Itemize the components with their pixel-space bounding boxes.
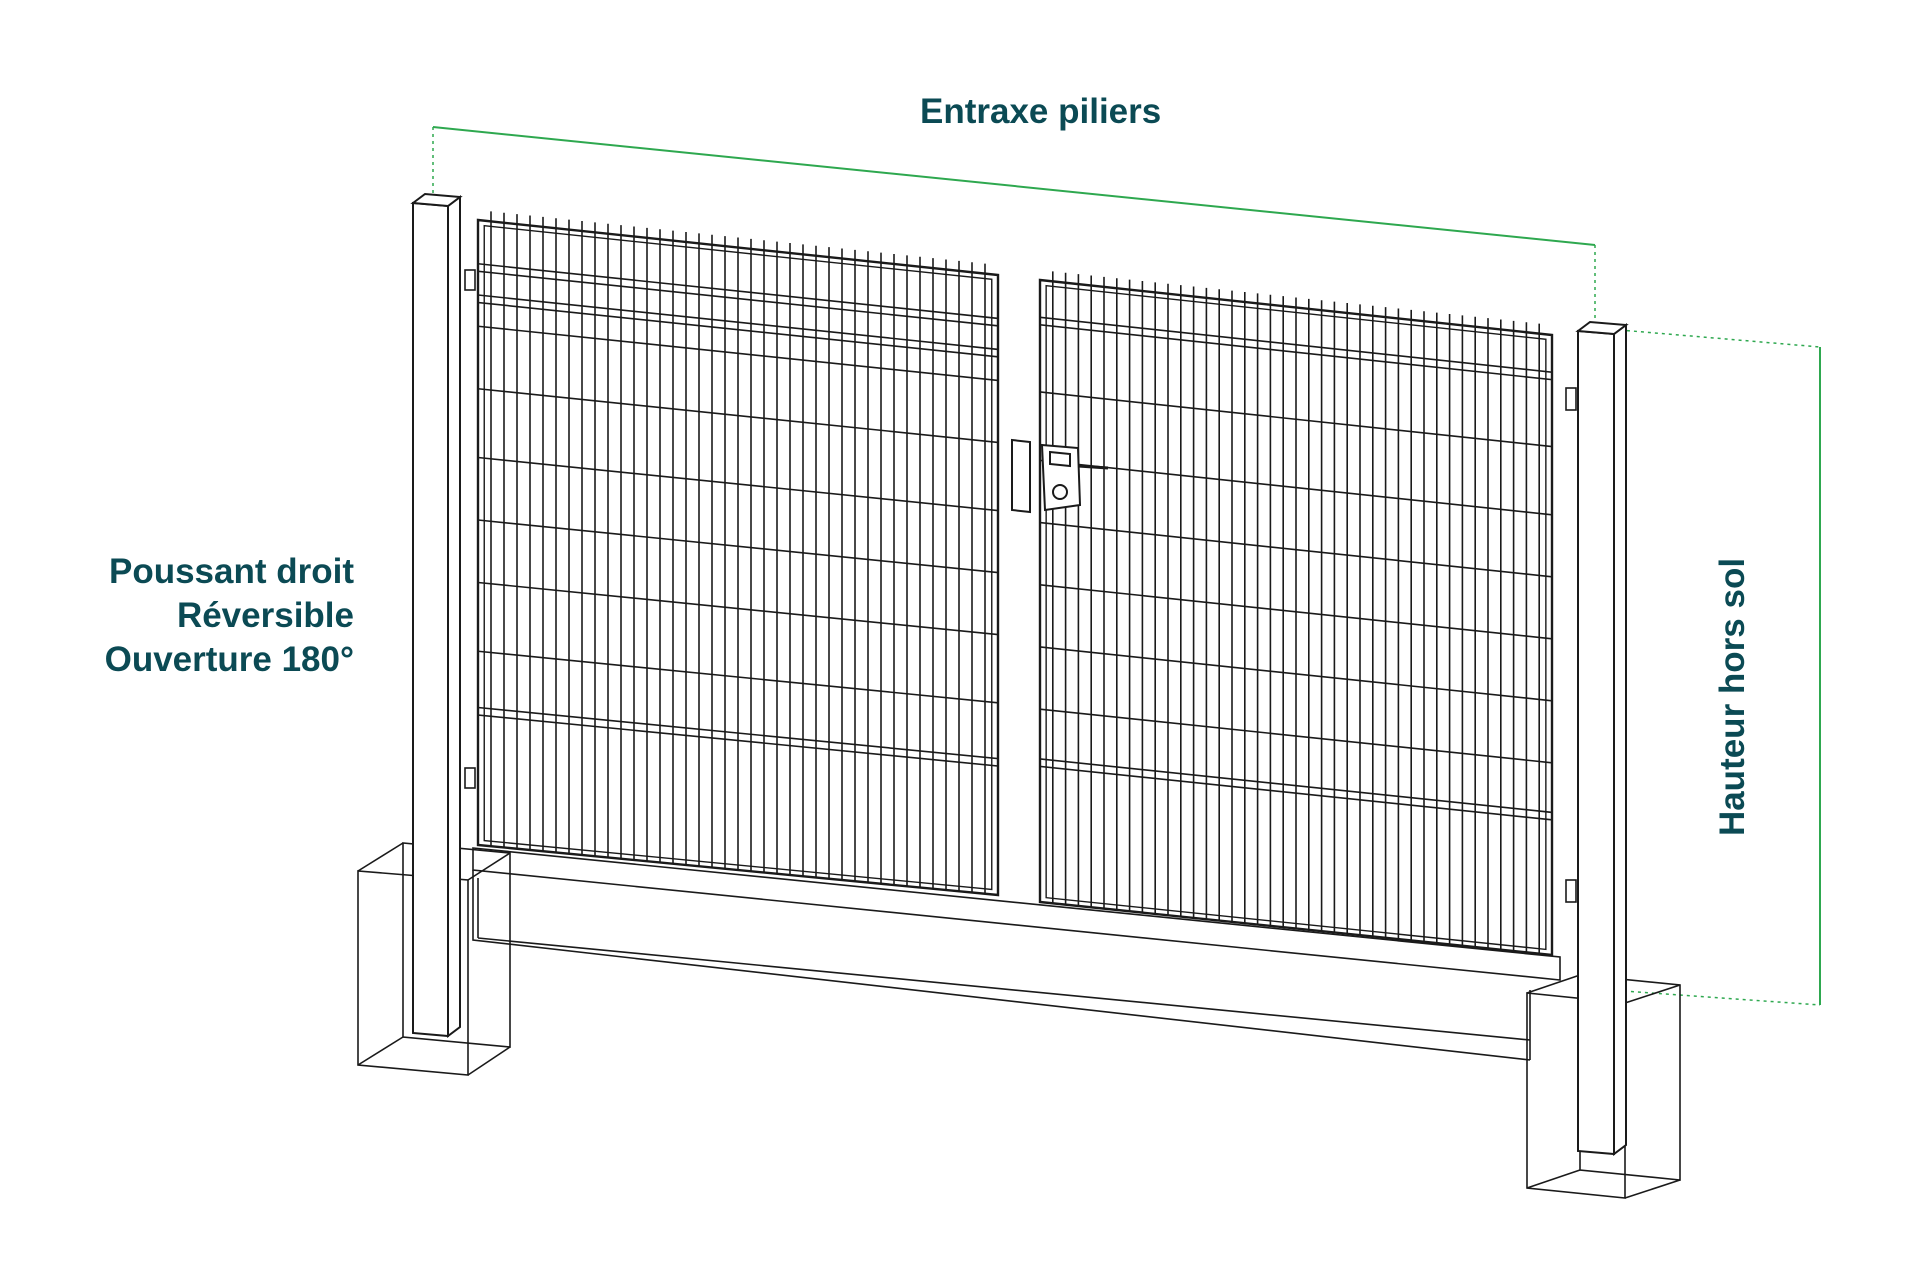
post-top-face bbox=[1575, 320, 1629, 336]
leaf-frame bbox=[1038, 278, 1554, 957]
beam-front-bottom bbox=[472, 870, 1531, 1061]
gate-lock bbox=[464, 269, 1577, 903]
leaf-horizontal-wire bbox=[1039, 521, 1553, 578]
footing-edge bbox=[1526, 974, 1581, 994]
leaf-horizontal-wire bbox=[477, 581, 999, 636]
hinge-left-0 bbox=[464, 269, 476, 291]
width-dimension-line bbox=[432, 126, 1596, 246]
leaf-inner-frame bbox=[483, 224, 993, 891]
feature-opening-180: Ouverture 180° bbox=[104, 640, 354, 679]
leaf-horizontal-wire bbox=[477, 325, 999, 382]
leaf-double-wire-rail bbox=[477, 262, 999, 327]
leaf-horizontal-wire bbox=[1039, 459, 1553, 516]
leaf-double-wire-rail bbox=[477, 294, 999, 358]
leaf-horizontal-wire bbox=[1039, 391, 1553, 448]
footing-edge bbox=[1624, 1179, 1681, 1199]
leaf-horizontal-wire bbox=[477, 387, 999, 444]
height-extension-top bbox=[1619, 329, 1821, 348]
leaf-double-wire-rail bbox=[1039, 316, 1553, 381]
feature-push-right: Poussant droit bbox=[108, 552, 354, 591]
footing-edge bbox=[467, 1046, 511, 1076]
post-left bbox=[410, 192, 463, 1038]
post-top-face bbox=[410, 192, 463, 208]
feature-reversible: Réversible bbox=[176, 596, 354, 635]
post-front-face bbox=[412, 201, 449, 1038]
beam-inner-edge bbox=[477, 937, 1531, 1041]
lock-keeper bbox=[1011, 438, 1031, 514]
concrete-footings bbox=[357, 842, 1681, 1199]
lock-handle bbox=[1077, 464, 1109, 470]
leaf-frame bbox=[476, 218, 1000, 897]
height-extension-bottom bbox=[1609, 989, 1821, 1006]
footing-beam bbox=[472, 847, 1561, 1061]
leaf-horizontal-wire bbox=[477, 650, 999, 704]
width-dimension-label: Entraxe piliers bbox=[920, 92, 1162, 131]
hinge-left-1 bbox=[464, 767, 476, 789]
leaf-horizontal-wire bbox=[477, 456, 999, 512]
footing-edge bbox=[357, 1036, 404, 1066]
post-side-face bbox=[1613, 323, 1627, 1156]
post-side-face bbox=[447, 195, 461, 1038]
leaf-horizontal-wire bbox=[477, 519, 999, 574]
leaf-horizontal-wire bbox=[1039, 708, 1553, 764]
footing-edge bbox=[357, 842, 404, 872]
posts bbox=[410, 192, 1629, 1156]
leaf-inner-frame bbox=[1045, 284, 1547, 951]
post-right bbox=[1575, 320, 1629, 1156]
dimension-lines bbox=[432, 126, 1821, 1006]
feature-list: Poussant droit Réversible Ouverture 180° bbox=[105, 550, 354, 682]
hinge-right-0 bbox=[1565, 387, 1577, 411]
beam-top-face bbox=[472, 847, 1561, 981]
post-front-face bbox=[1577, 329, 1615, 1156]
leaf-horizontal-wire bbox=[1039, 646, 1553, 702]
lock-plate bbox=[1049, 450, 1071, 468]
footing-edge bbox=[1624, 984, 1681, 1004]
lock-cylinder-icon bbox=[1052, 484, 1068, 500]
leaf-double-wire-rail bbox=[477, 706, 999, 767]
footing-edge bbox=[1526, 1169, 1581, 1189]
height-dimension-label: Hauteur hors sol bbox=[1713, 557, 1752, 837]
left-gate-leaf bbox=[476, 211, 1000, 897]
leaf-horizontal-wire bbox=[1039, 583, 1553, 640]
footing-edge bbox=[467, 852, 511, 881]
right-gate-leaf bbox=[1038, 271, 1554, 957]
leaf-double-wire-rail bbox=[1039, 758, 1553, 821]
hinge-right-1 bbox=[1565, 879, 1577, 903]
